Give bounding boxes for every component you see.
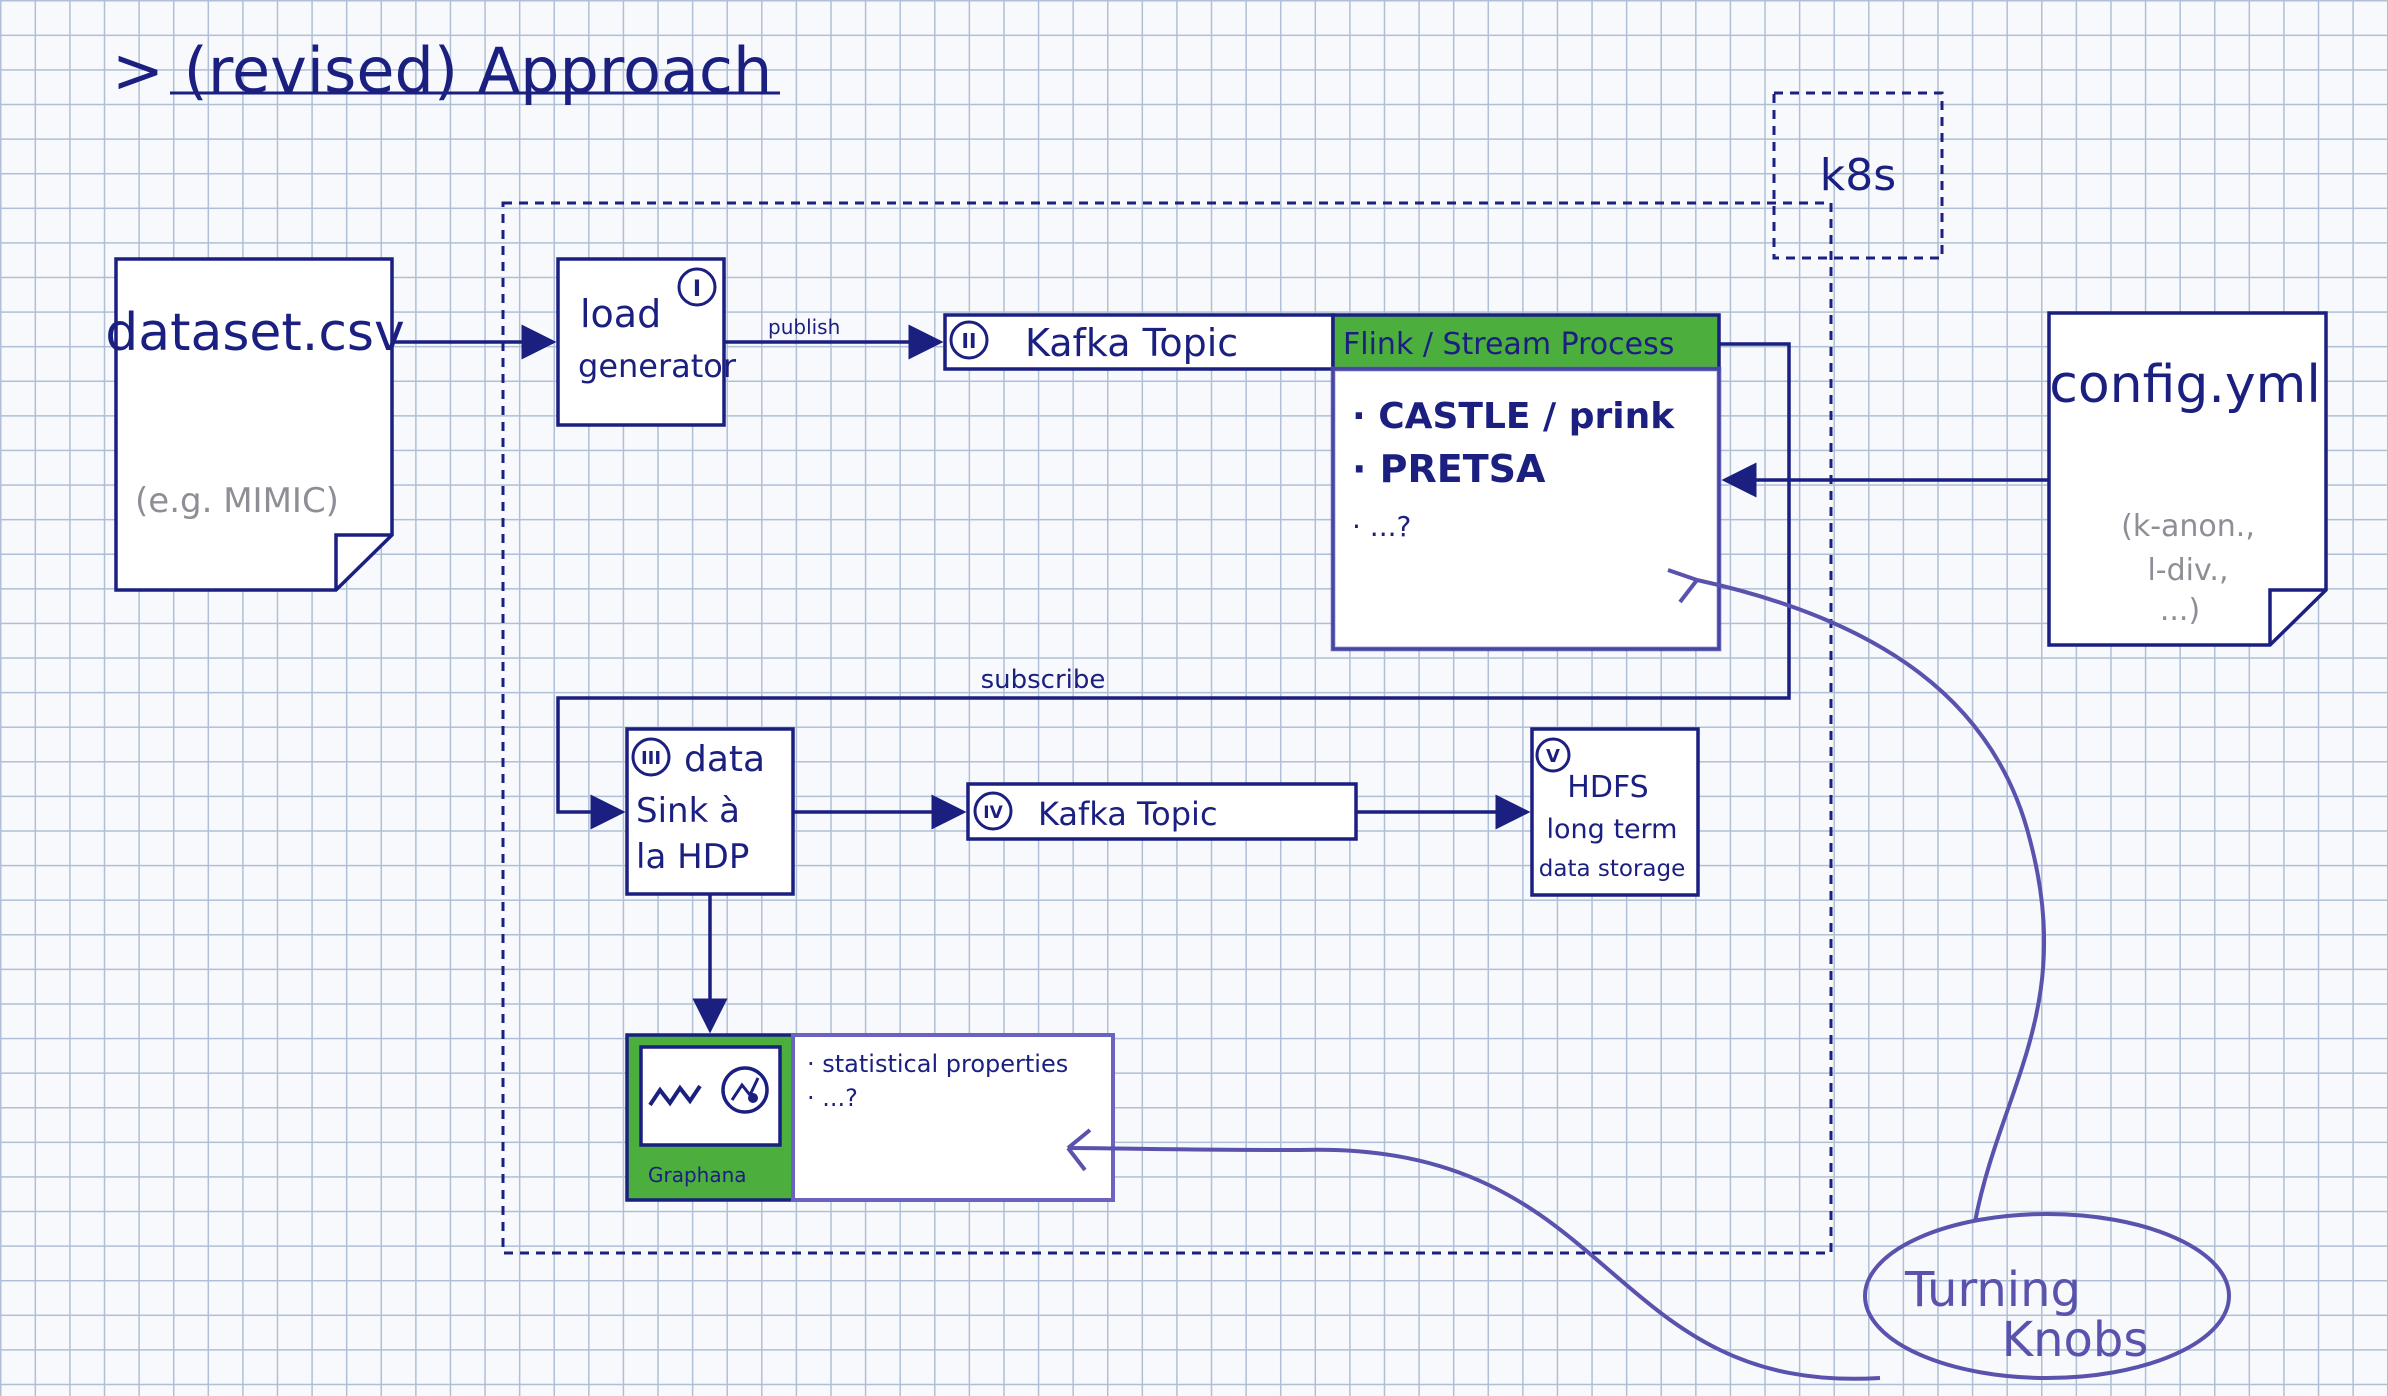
turning-knobs-line2: Knobs [2002, 1312, 2149, 1368]
arrow-subscribe [556, 342, 1791, 830]
flink-item-2: · PRETSA [1352, 447, 1546, 491]
config-page-fold [2268, 588, 2326, 645]
turning-knobs-annotation: Turning Knobs [1066, 568, 2231, 1381]
kafka-topic-1-badge-text: II [962, 329, 977, 353]
dataset-page-fold [334, 533, 392, 590]
kafka-topic-2-badge [973, 791, 1013, 831]
grafana-item-2: · ...? [807, 1084, 858, 1112]
subscribe-label: subscribe [981, 665, 1106, 695]
config-param-1: (k-anon., [2121, 509, 2255, 544]
page-title: > (revised) Approach [112, 34, 780, 107]
config-document: config.yml (k-anon., l-div., ...) [2047, 311, 2328, 647]
load-generator-badge-text: I [693, 277, 701, 302]
data-sink-line1: data [684, 739, 765, 780]
hdfs-line1: HDFS [1567, 770, 1648, 805]
kafka-topic-2-box [966, 782, 1358, 841]
kafka-topic-2-node: IV Kafka Topic [966, 782, 1358, 841]
turning-knobs-line1: Turning [1904, 1262, 2081, 1318]
kafka-topic-1-node: II Kafka Topic [943, 313, 1335, 371]
config-param-3: ...) [2160, 593, 2200, 628]
flink-body-highlight [1330, 366, 1722, 652]
hdfs-badge [1535, 737, 1571, 773]
flink-body-box [1331, 367, 1721, 651]
data-sink-line2: Sink à [636, 791, 740, 831]
chart-squiggle-icon [648, 1084, 702, 1107]
kafka-topic-1-box [943, 313, 1335, 371]
dataset-document: dataset.csv (e.g. MIMIC) [105, 257, 405, 592]
load-generator-line1: load [580, 292, 661, 336]
config-name: config.yml [2049, 355, 2321, 415]
config-param-2: l-div., [2147, 553, 2228, 588]
data-sink-line3: la HDP [636, 837, 749, 877]
flink-header: Flink / Stream Process [1343, 327, 1674, 362]
flink-node: Flink / Stream Process · CASTLE / prink … [1330, 313, 1722, 652]
k8s-label: k8s [1820, 150, 1896, 201]
dataset-example: (e.g. MIMIC) [135, 481, 339, 521]
hdfs-badge-text: V [1546, 746, 1560, 767]
dataset-page [114, 257, 394, 592]
load-generator-node: I load generator [556, 257, 737, 427]
grafana-node: Graphana · statistical properties · ...? [625, 1033, 1115, 1202]
kafka-topic-1-badge [949, 320, 989, 360]
dataset-name: dataset.csv [105, 303, 405, 363]
k8s-cluster: k8s [501, 91, 1944, 1255]
kafka-topic-2-label: Kafka Topic [1038, 795, 1218, 833]
k8s-label-box [1772, 91, 1944, 260]
hdfs-node: V HDFS long term data storage [1530, 727, 1700, 897]
data-sink-badge-text: III [641, 748, 661, 769]
load-generator-badge [677, 267, 717, 307]
k8s-boundary [501, 201, 1833, 1255]
title-text: > (revised) Approach [112, 34, 772, 107]
curve-knobs-to-flink [1696, 578, 2047, 1223]
grafana-logo-icon [721, 1066, 769, 1114]
hdfs-line3: data storage [1539, 856, 1686, 882]
arrowhead-knobs-to-flink [1667, 568, 1699, 604]
kafka-topic-2-badge-text: IV [983, 803, 1003, 823]
kafka-topic-1-label: Kafka Topic [1025, 321, 1238, 365]
grafana-label: Graphana [648, 1163, 747, 1187]
hdfs-line2: long term [1547, 814, 1678, 845]
grafana-panel-box [791, 1033, 1115, 1202]
load-generator-line2: generator [578, 347, 737, 385]
config-page [2047, 311, 2328, 647]
data-sink-node: III data Sink à la HDP [625, 727, 795, 896]
data-sink-badge [631, 737, 671, 777]
arrowhead-knobs-to-grafana [1066, 1128, 1092, 1172]
turning-knobs-ellipse [1863, 1212, 2231, 1380]
grafana-item-1: · statistical properties [807, 1050, 1068, 1078]
curve-knobs-to-grafana [1067, 1146, 1881, 1381]
flink-item-3: · ...? [1352, 510, 1411, 543]
publish-label: publish [768, 315, 840, 339]
flink-item-1: · CASTLE / prink [1352, 396, 1675, 437]
